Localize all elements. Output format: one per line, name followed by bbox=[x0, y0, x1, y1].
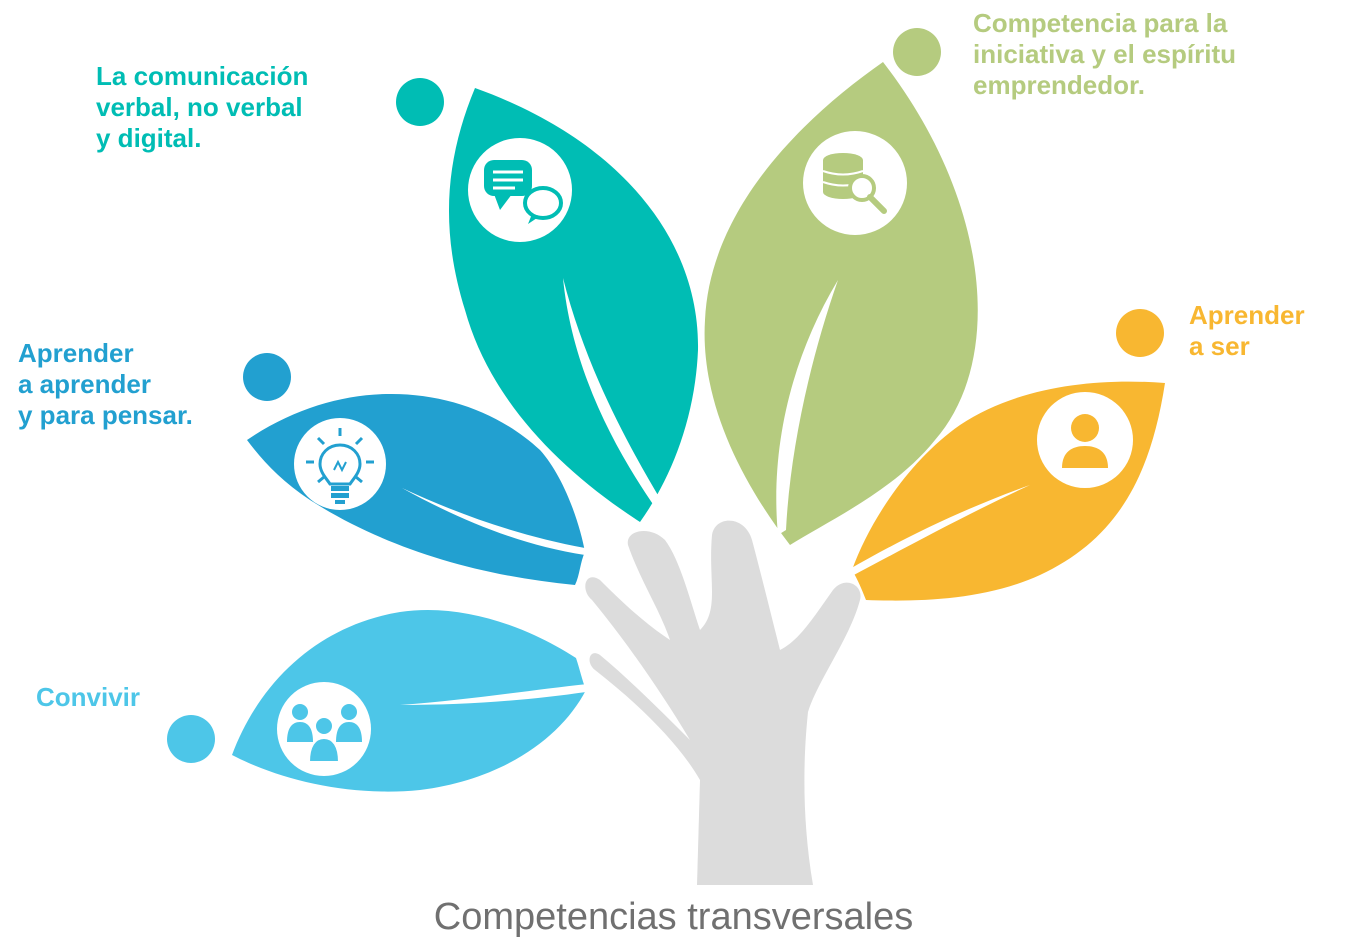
label-line: Convivir bbox=[36, 682, 141, 712]
label-line: a ser bbox=[1189, 331, 1250, 361]
leaf-vein-convivir bbox=[400, 684, 588, 705]
label-iniciativa: Competencia para la iniciativa y el espí… bbox=[973, 8, 1236, 101]
speech-bubbles-icon bbox=[468, 138, 572, 242]
leaf-convivir bbox=[232, 609, 586, 792]
dot-aprender-ser bbox=[1116, 309, 1164, 357]
label-line: Aprender bbox=[18, 338, 134, 368]
dot-iniciativa bbox=[893, 28, 941, 76]
lightbulb-icon bbox=[294, 418, 386, 510]
tree-trunk bbox=[585, 520, 861, 885]
diagram-caption: Competencias transversales bbox=[433, 896, 914, 938]
dot-comunicacion bbox=[396, 78, 444, 126]
leaf-vein-aprender-ser bbox=[848, 485, 1030, 576]
label-line: y para pensar. bbox=[18, 400, 193, 430]
leaf-iniciativa bbox=[704, 62, 978, 545]
leaf-vein-iniciativa bbox=[776, 280, 838, 535]
leaf-vein-comunicacion bbox=[563, 278, 662, 510]
label-line: emprendedor. bbox=[973, 70, 1145, 100]
label-line: Competencia para la bbox=[973, 8, 1228, 38]
leaf-vein-aprender-aprender bbox=[402, 488, 585, 555]
dot-aprender-aprender bbox=[243, 353, 291, 401]
label-line: iniciativa y el espíritu bbox=[973, 39, 1236, 69]
label-line: verbal, no verbal bbox=[96, 92, 303, 122]
label-line: y digital. bbox=[96, 123, 202, 153]
database-search-icon bbox=[803, 131, 907, 235]
label-comunicacion: La comunicación verbal, no verbal y digi… bbox=[96, 61, 308, 154]
label-convivir: Convivir bbox=[36, 682, 140, 713]
label-aprender-aprender: Aprender a aprender y para pensar. bbox=[18, 338, 193, 431]
dot-convivir bbox=[167, 715, 215, 763]
person-icon bbox=[1037, 392, 1133, 488]
group-icon bbox=[277, 682, 371, 776]
label-line: La comunicación bbox=[96, 61, 309, 91]
label-aprender-ser: Aprender a ser bbox=[1189, 300, 1305, 362]
label-line: Aprender bbox=[1189, 300, 1305, 330]
label-line: a aprender bbox=[18, 369, 151, 399]
